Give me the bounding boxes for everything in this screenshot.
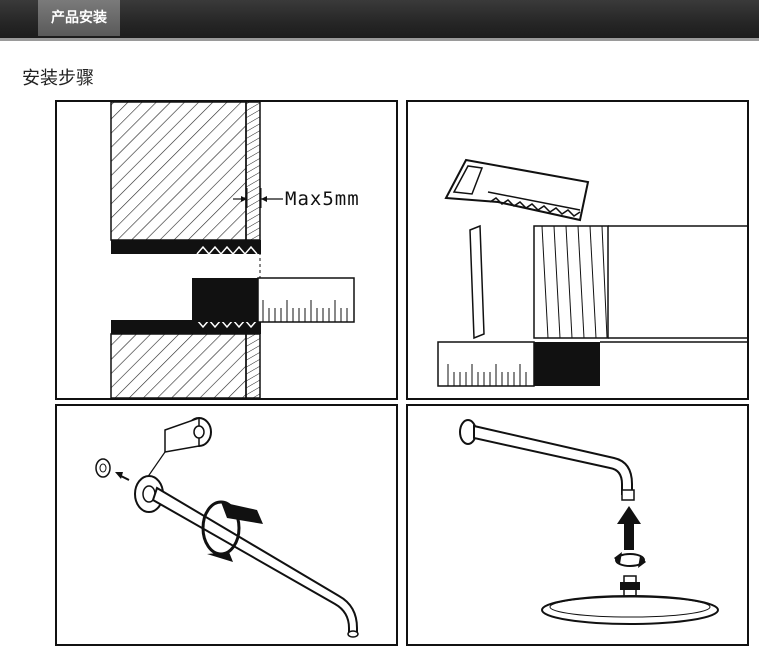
lower-tile bbox=[245, 333, 261, 398]
header-bar: 产品安装 bbox=[0, 0, 759, 41]
pipe-insert bbox=[192, 278, 258, 322]
max-gap-label: Max5mm bbox=[285, 188, 360, 210]
step-1-panel: Max5mm bbox=[55, 100, 398, 400]
shower-arm bbox=[473, 424, 633, 495]
ruler bbox=[257, 277, 355, 323]
shower-head-diagram bbox=[459, 419, 719, 625]
cut-slice bbox=[469, 224, 485, 340]
wall-section-diagram bbox=[110, 102, 355, 398]
upper-wall bbox=[110, 102, 247, 241]
upper-tile bbox=[245, 102, 261, 241]
header-tab: 产品安装 bbox=[38, 0, 120, 36]
rotate-arrow-icon bbox=[221, 502, 263, 524]
tape-wrap-diagram bbox=[95, 416, 359, 638]
lower-wall bbox=[110, 333, 247, 398]
step-4-panel bbox=[406, 404, 749, 646]
shower-head-plate bbox=[541, 595, 719, 625]
arrow-icon bbox=[115, 472, 123, 479]
up-arrow-icon bbox=[617, 506, 641, 524]
step-2-panel bbox=[406, 100, 749, 400]
step-3-panel bbox=[55, 404, 398, 646]
pipe-insert bbox=[534, 342, 600, 386]
cutting-diagram bbox=[437, 158, 747, 387]
section-title: 安装步骤 bbox=[22, 68, 94, 89]
